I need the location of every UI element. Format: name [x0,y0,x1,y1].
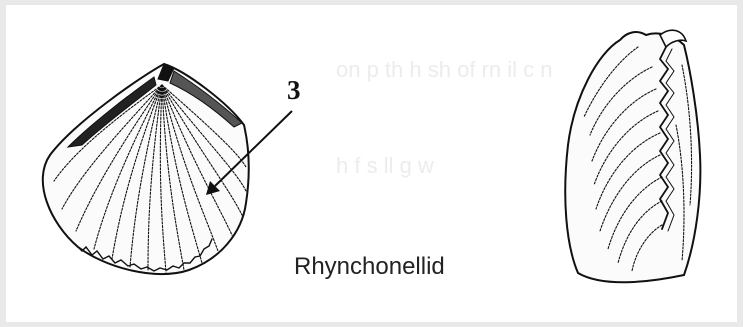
lateral-view-shell [565,30,700,282]
callout-label: 3 [287,75,301,106]
shell-outline [43,64,249,274]
figure-caption: Rhynchonellid [294,253,445,281]
figure-panel: on p th h sh of rn il c n h f s ll g w l… [6,5,737,322]
lateral-shell-outline [565,32,700,282]
dorsal-view-shell [43,64,249,274]
